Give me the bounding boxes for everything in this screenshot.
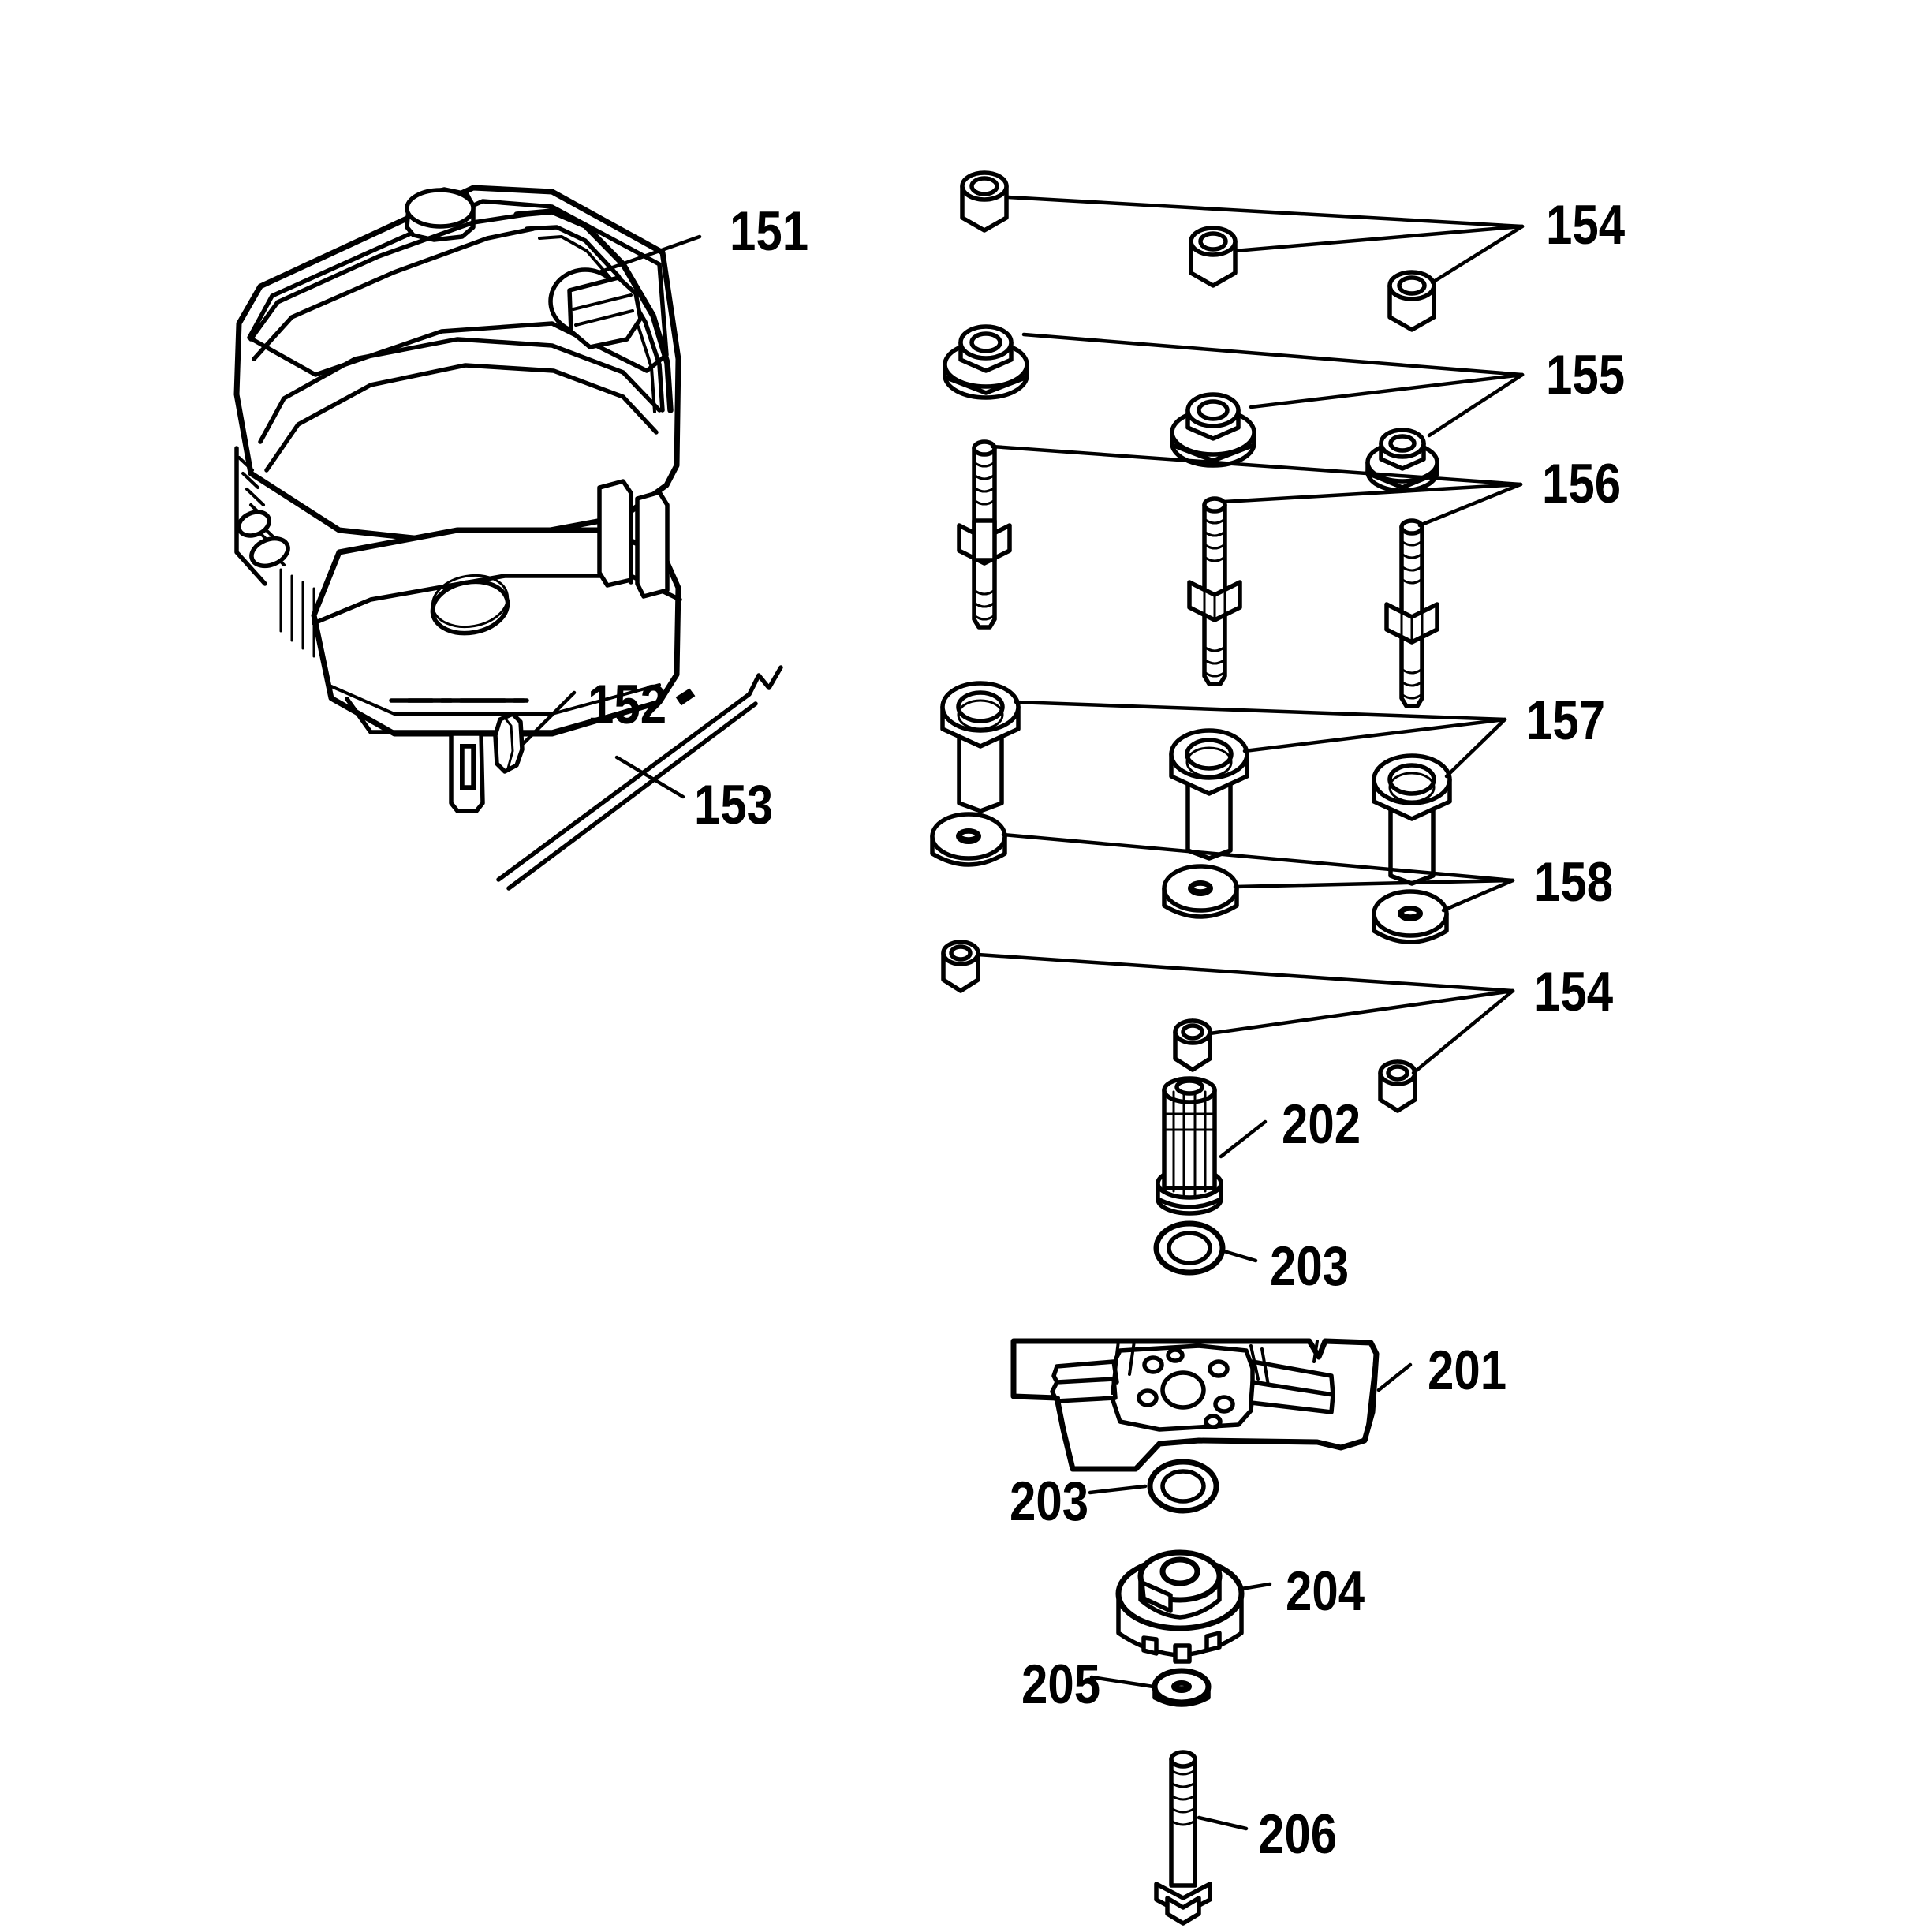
leader-lines: [521, 195, 1525, 1831]
spacer-sleeves: [940, 681, 1452, 886]
callout-156: 156: [1542, 452, 1622, 515]
blade-adapter-drawing: [1115, 1549, 1245, 1664]
callout-203-upper: 203: [1270, 1235, 1350, 1298]
callout-151: 151: [730, 200, 809, 263]
engine-assembly-drawing: [233, 185, 682, 813]
callout-157: 157: [1526, 689, 1606, 752]
hex-lock-nuts-lower: [941, 940, 1417, 1113]
blade-washer-upper-drawing: [1153, 1220, 1226, 1276]
hex-lock-nuts-upper: [960, 170, 1436, 332]
callout-152: 152: [588, 673, 667, 736]
dipstick-rod-drawing: [496, 665, 783, 891]
callout-154-upper: 154: [1546, 193, 1626, 256]
flat-washers: [930, 812, 1449, 944]
callout-154-lower: 154: [1534, 960, 1614, 1023]
bolt-washer-drawing: [1152, 1668, 1212, 1707]
callout-153: 153: [694, 773, 774, 836]
callout-203-lower: 203: [1010, 1470, 1089, 1533]
callout-202: 202: [1282, 1093, 1361, 1156]
callout-205: 205: [1021, 1653, 1101, 1716]
blade-bolt-drawing: [1154, 1750, 1212, 1926]
callout-201: 201: [1428, 1339, 1507, 1402]
blade-washer-lower-drawing: [1147, 1459, 1219, 1514]
callout-155: 155: [1546, 343, 1626, 406]
callout-158: 158: [1534, 850, 1614, 914]
blade-drive-pin-drawing: [1156, 1076, 1223, 1216]
callout-206: 206: [1258, 1803, 1338, 1866]
flanged-bushings: [943, 324, 1439, 493]
threaded-studs: [957, 439, 1439, 708]
callout-204: 204: [1286, 1560, 1365, 1623]
woodruff-key-drawing: [493, 712, 525, 774]
cutting-blade-drawing: [1010, 1338, 1380, 1472]
